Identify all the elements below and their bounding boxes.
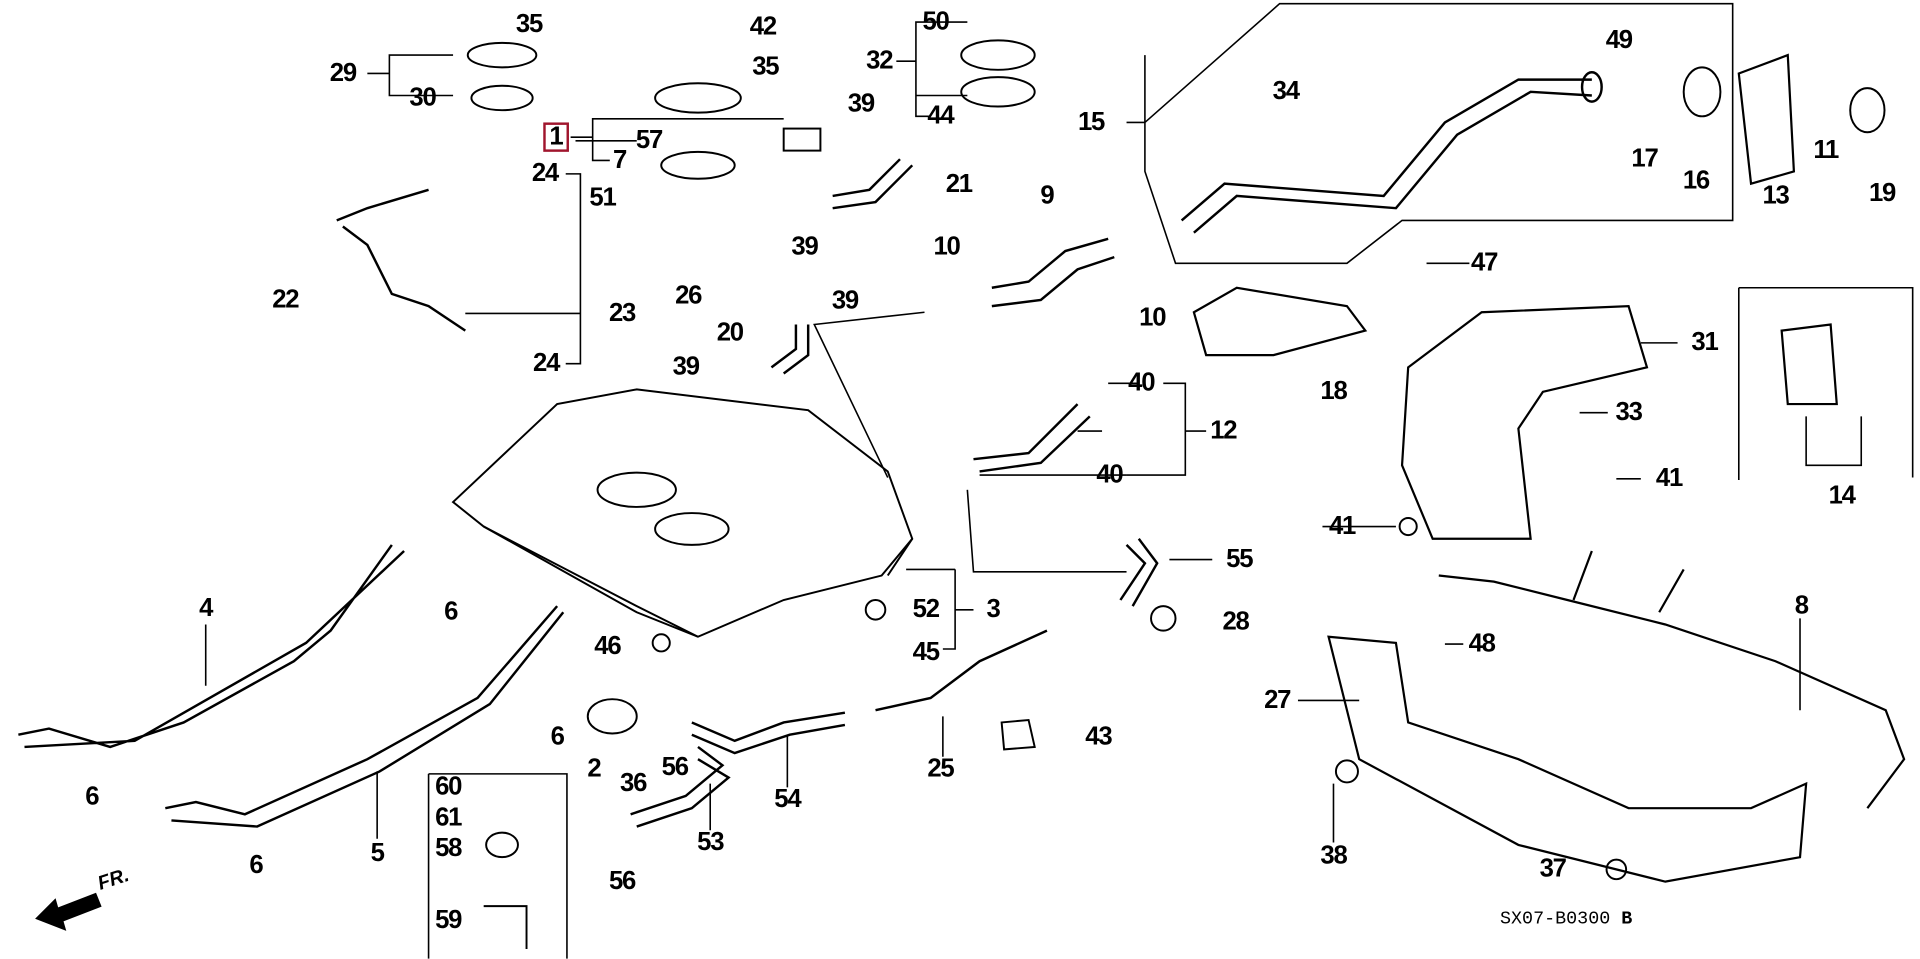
hoses	[336, 158, 1159, 828]
callout-41[interactable]: 41	[1655, 464, 1683, 493]
callout-25[interactable]: 25	[927, 754, 954, 783]
diagram-revision: B	[1621, 908, 1633, 930]
tank-straps	[18, 544, 565, 828]
callout-33[interactable]: 33	[1615, 397, 1643, 427]
shields-and-frame	[1192, 53, 1906, 883]
callout-10[interactable]: 10	[933, 232, 960, 261]
callout-23[interactable]: 23	[608, 298, 636, 327]
callout-49[interactable]: 49	[1605, 25, 1633, 54]
callout-20[interactable]: 20	[716, 318, 744, 347]
callout-52[interactable]: 52	[912, 595, 940, 624]
callout-24[interactable]: 24	[531, 159, 559, 188]
callout-48[interactable]: 48	[1468, 629, 1496, 658]
callout-35[interactable]: 35	[752, 52, 779, 81]
callout-34[interactable]: 34	[1272, 77, 1300, 106]
callout-18[interactable]: 18	[1320, 377, 1347, 406]
callout-26[interactable]: 26	[675, 281, 702, 310]
callout-14[interactable]: 14	[1828, 481, 1856, 510]
callout-55[interactable]: 55	[1226, 544, 1253, 574]
callout-15[interactable]: 15	[1077, 107, 1105, 136]
fuel-tank	[451, 388, 914, 638]
callout-16[interactable]: 16	[1682, 166, 1710, 195]
callout-22[interactable]: 22	[272, 285, 299, 314]
callout-42[interactable]: 42	[749, 12, 777, 41]
callout-57[interactable]: 57	[635, 126, 663, 155]
callout-39[interactable]: 39	[831, 286, 859, 315]
callout-28[interactable]: 28	[1222, 607, 1249, 636]
callout-41[interactable]: 41	[1328, 511, 1356, 541]
callout-11[interactable]: 11	[1813, 135, 1839, 165]
diagram-code: SX07-B0300 B	[1500, 909, 1632, 930]
callout-8[interactable]: 8	[1794, 591, 1809, 620]
callout-38[interactable]: 38	[1320, 841, 1347, 870]
callout-40[interactable]: 40	[1128, 368, 1155, 397]
callout-60[interactable]: 60	[435, 772, 462, 801]
callout-47[interactable]: 47	[1471, 248, 1498, 277]
callout-51[interactable]: 51	[589, 183, 616, 212]
callout-31[interactable]: 31	[1691, 328, 1718, 357]
callout-6[interactable]: 6	[444, 597, 458, 626]
callout-58[interactable]: 58	[435, 833, 462, 863]
callout-27[interactable]: 27	[1264, 685, 1291, 714]
callout-17[interactable]: 17	[1631, 144, 1658, 173]
callout-43[interactable]: 43	[1085, 722, 1112, 751]
callout-29[interactable]: 29	[329, 58, 357, 87]
callout-50[interactable]: 50	[922, 7, 949, 36]
callout-24[interactable]: 24	[533, 348, 560, 378]
callout-4[interactable]: 4	[199, 593, 213, 623]
callout-6[interactable]: 6	[550, 722, 565, 751]
callout-39[interactable]: 39	[791, 232, 818, 261]
callout-2[interactable]: 2	[587, 754, 601, 783]
callout-7[interactable]: 7	[613, 145, 627, 174]
callout-9[interactable]: 9	[1040, 181, 1054, 210]
callout-37[interactable]: 37	[1539, 854, 1567, 883]
callout-39[interactable]: 39	[672, 352, 700, 381]
diagram-code-text: SX07-B0300	[1500, 908, 1611, 930]
callout-5[interactable]: 5	[370, 838, 385, 867]
callout-36[interactable]: 36	[619, 768, 647, 798]
callout-56[interactable]: 56	[661, 753, 689, 782]
callout-61[interactable]: 61	[435, 803, 462, 832]
callout-21[interactable]: 21	[945, 170, 973, 199]
callout-19[interactable]: 19	[1868, 178, 1896, 207]
callout-40[interactable]: 40	[1096, 460, 1123, 489]
small-parts	[466, 39, 1886, 949]
callout-32[interactable]: 32	[866, 46, 893, 75]
front-arrow-icon	[35, 892, 102, 931]
callout-30[interactable]: 30	[409, 83, 436, 112]
callout-10[interactable]: 10	[1139, 303, 1166, 332]
callout-3[interactable]: 3	[986, 595, 1001, 624]
callout-59[interactable]: 59	[435, 906, 462, 935]
callout-6[interactable]: 6	[85, 782, 99, 811]
filler-pipe	[1180, 71, 1603, 234]
callout-39[interactable]: 39	[847, 89, 875, 118]
callout-53[interactable]: 53	[697, 827, 724, 856]
callout-46[interactable]: 46	[594, 631, 621, 661]
callout-13[interactable]: 13	[1762, 181, 1789, 210]
callout-6[interactable]: 6	[249, 851, 263, 880]
callout-35[interactable]: 35	[515, 9, 543, 38]
leader-lines	[204, 2, 1914, 959]
callout-45[interactable]: 45	[912, 637, 940, 667]
callout-44[interactable]: 44	[927, 101, 954, 130]
callout-54[interactable]: 54	[774, 784, 801, 814]
callout-12[interactable]: 12	[1210, 416, 1237, 445]
callout-56[interactable]: 56	[608, 866, 636, 896]
callout-1-highlighted[interactable]: 1	[543, 122, 569, 152]
